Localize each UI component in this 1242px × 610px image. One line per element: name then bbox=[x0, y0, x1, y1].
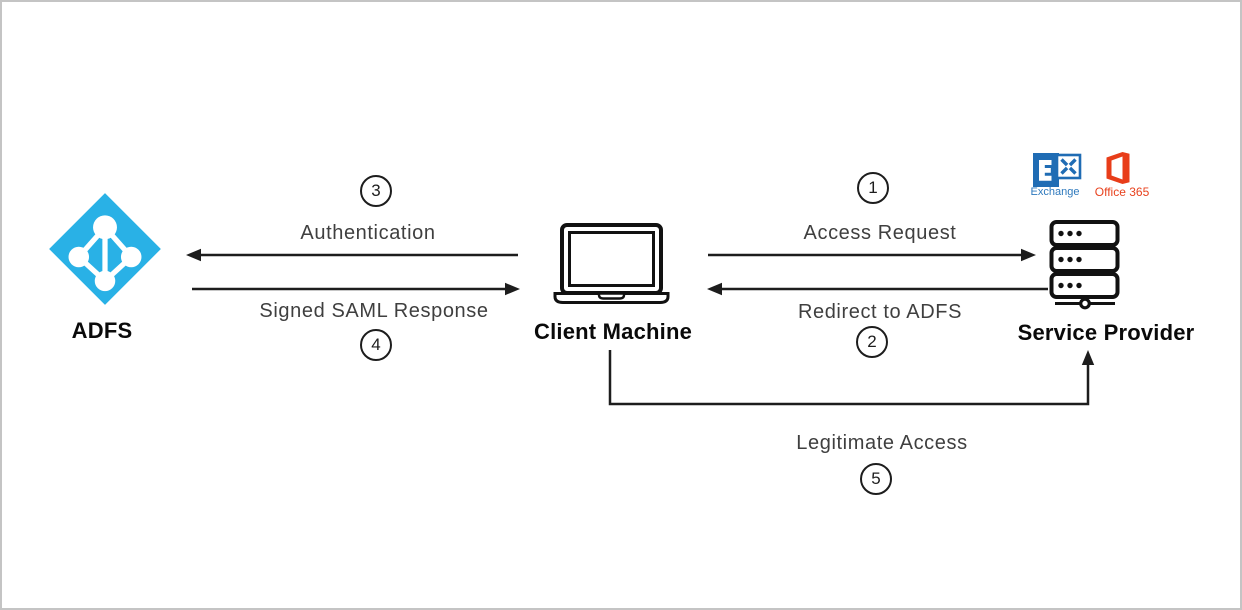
flow-label-signed-saml-response: Signed SAML Response bbox=[259, 300, 489, 322]
step-badge-2: 2 bbox=[856, 326, 888, 358]
office365-logo-label: Office 365 bbox=[1094, 185, 1150, 199]
flow-label-authentication: Authentication bbox=[300, 222, 436, 244]
exchange-logo-icon bbox=[1033, 153, 1082, 187]
arrowhead-access-request bbox=[1021, 248, 1036, 262]
client-machine-label: Client Machine bbox=[533, 319, 693, 344]
step-badge-4: 4 bbox=[360, 329, 392, 361]
flow-label-redirect-to-adfs: Redirect to ADFS bbox=[797, 301, 963, 323]
step-badge-3: 3 bbox=[360, 175, 392, 207]
service-provider-label: Service Provider bbox=[1017, 320, 1195, 345]
arrowhead-redirect-to-adfs bbox=[707, 282, 722, 296]
adfs-icon bbox=[49, 193, 161, 305]
step-badge-1: 1 bbox=[857, 172, 889, 204]
flow-label-legitimate-access: Legitimate Access bbox=[796, 432, 968, 454]
adfs-label: ADFS bbox=[71, 318, 133, 343]
arrowhead-signed-saml-response bbox=[505, 282, 520, 296]
path-legitimate-access bbox=[608, 350, 1090, 406]
exchange-logo-label: Exchange bbox=[1030, 186, 1080, 198]
client-machine-icon bbox=[553, 223, 670, 304]
office365-logo-icon bbox=[1106, 152, 1130, 184]
flow-label-access-request: Access Request bbox=[803, 222, 957, 244]
arrowhead-authentication bbox=[186, 248, 201, 262]
arrowhead-legitimate-access bbox=[1081, 350, 1095, 365]
step-badge-5: 5 bbox=[860, 463, 892, 495]
service-provider-icon bbox=[1049, 220, 1120, 310]
